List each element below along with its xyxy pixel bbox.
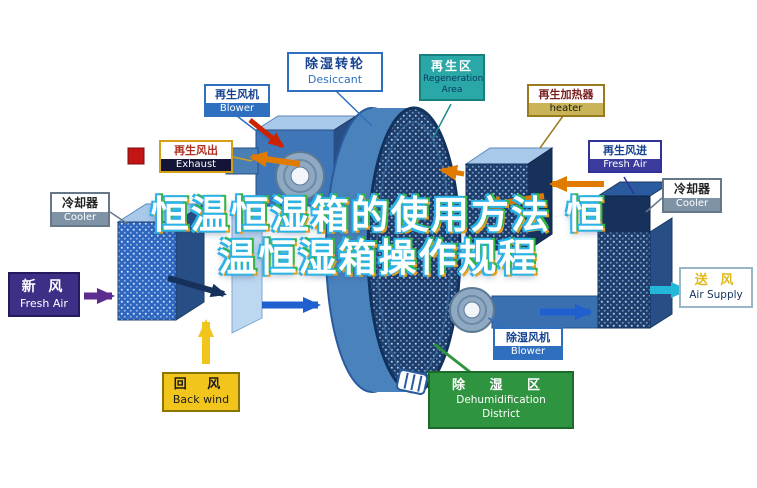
dehumidification-district-label-en2: District (482, 407, 520, 420)
fresh-air-label-zh: 新 风 (21, 279, 67, 295)
regen-blower-arrow (248, 118, 285, 148)
regen-blower-label: 再生风机 Blower (204, 84, 270, 118)
left-inlet-duct (116, 203, 206, 321)
dehumidification-district-label-zh: 除 湿 区 (451, 378, 551, 393)
dehumid-blower-label-en: Blower (495, 345, 561, 359)
exhaust-arrow (249, 151, 301, 168)
regen-fresh-air-label-en: Fresh Air (590, 158, 660, 172)
regen-wheel-arrow (439, 164, 465, 181)
back-wind-label-zh: 回 风 (173, 377, 229, 392)
regeneration-area-label-en: Regeneration Area (423, 74, 484, 95)
mixed-air-arrow (167, 275, 227, 298)
fresh-air-label: 新 风 Fresh Air (8, 272, 80, 318)
dehumid-fan-icon (449, 287, 495, 333)
page-title: 恒温恒湿箱的使用方法 恒 温恒湿箱操作规程 (0, 194, 757, 280)
desiccant-label: 除湿转轮 Desiccant (287, 52, 383, 92)
regen-heater-label-en: heater (529, 102, 603, 116)
regen-blower-label-en: Blower (206, 102, 268, 116)
regeneration-area-label: 再生区 Regeneration Area (419, 54, 485, 101)
cooler-right-label: 冷却器 Cooler (662, 178, 722, 213)
exhaust-label: 再生风出 Exhaust (159, 140, 233, 174)
dehumidification-district-label: 除 湿 区 Dehumidification District (428, 371, 574, 429)
back-wind-label: 回 风 Back wind (162, 372, 240, 412)
regen-heater-label-zh: 再生加热器 (538, 88, 594, 101)
exhaust-label-zh: 再生风出 (174, 144, 218, 157)
desiccant-label-zh: 除湿转轮 (304, 57, 365, 72)
cooler-right-label-zh: 冷却器 (673, 182, 710, 196)
exhaust-port-marker (127, 147, 145, 165)
page-title-line1: 恒温恒湿箱的使用方法 恒 (150, 193, 607, 237)
regen-fresh-air-label-zh: 再生风进 (603, 144, 647, 157)
air-supply-label-zh: 送 风 (694, 273, 738, 288)
cooler-left-label-zh: 冷却器 (61, 196, 98, 210)
leader-lines (109, 89, 663, 374)
back-wind-label-en: Back wind (172, 393, 230, 407)
desiccant-wheel (325, 106, 462, 395)
exhaust-label-en: Exhaust (161, 158, 231, 172)
regeneration-area-label-zh: 再生区 (430, 59, 473, 73)
flow-arrows (84, 118, 689, 364)
air-supply-label: 送 风 Air Supply (679, 267, 753, 309)
left-duct-panel (231, 192, 263, 334)
desiccant-label-en: Desiccant (307, 73, 363, 87)
wheel-roller (395, 369, 429, 395)
fresh-air-label-en: Fresh Air (20, 296, 68, 310)
regen-fresh-air-label: 再生风进 Fresh Air (588, 140, 662, 174)
regen-blower-label-zh: 再生风机 (215, 88, 259, 101)
cooler-left-label: 冷却器 Cooler (50, 192, 110, 227)
regen-heated-arrow (483, 193, 545, 212)
regen-heater-label: 再生加热器 heater (527, 84, 605, 118)
page-title-line2: 温恒湿箱操作规程 (218, 236, 539, 280)
cooler-left-label-en: Cooler (52, 212, 108, 225)
dehumid-blower-label-zh: 除湿风机 (506, 331, 550, 344)
air-supply-label-en: Air Supply (689, 289, 743, 302)
dehumid-blower-label: 除湿风机 Blower (493, 327, 563, 361)
dehumidification-district-label-en1: Dehumidification (456, 394, 546, 407)
cooler-right-label-en: Cooler (664, 198, 720, 211)
